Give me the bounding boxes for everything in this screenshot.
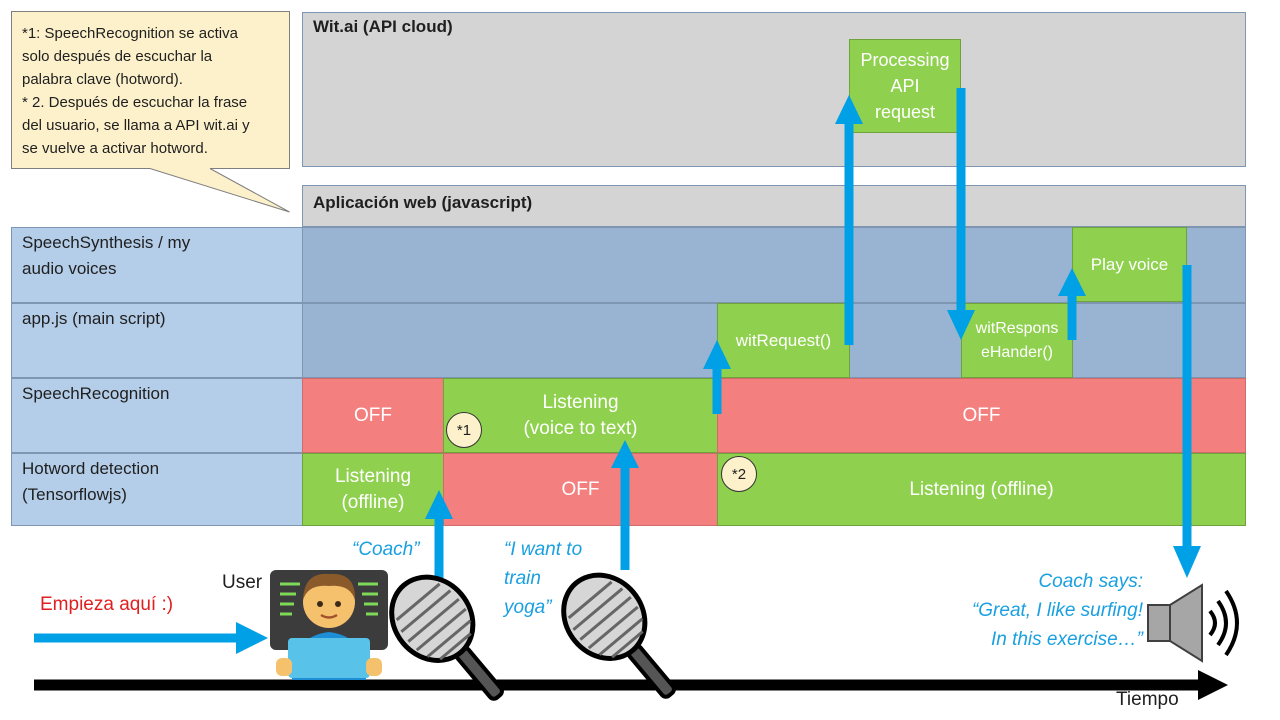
arrow-coach-to-hotword bbox=[425, 490, 453, 578]
arrow-recognition-to-witrequest bbox=[703, 340, 731, 414]
recognition-off-block-2: OFF bbox=[717, 378, 1246, 453]
arrow-phrase-to-recognition bbox=[611, 440, 639, 570]
arrow-handler-to-play-voice bbox=[1058, 268, 1086, 340]
wit-request-block: witRequest() bbox=[717, 303, 850, 378]
web-app-title: Aplicación web (javascript) bbox=[313, 193, 533, 212]
note-badge-1: *1 bbox=[446, 412, 482, 448]
hotword-off-block: OFF bbox=[443, 453, 718, 526]
lane-label-speech-recognition: SpeechRecognition bbox=[11, 378, 303, 453]
wit-title: Wit.ai (API cloud) bbox=[313, 17, 453, 36]
play-voice-block: Play voice bbox=[1072, 227, 1187, 302]
start-label: Empieza aquí :) bbox=[40, 594, 174, 615]
arrow-witrequest-to-api bbox=[835, 95, 863, 345]
lane-label-hotword-detection: Hotword detection (Tensorflowjs) bbox=[11, 453, 303, 526]
lane-label-speech-synthesis: SpeechSynthesis / my audio voices bbox=[11, 227, 303, 303]
quote-coach: “Coach” bbox=[352, 539, 420, 560]
note-badge-2: *2 bbox=[721, 456, 757, 492]
arrow-api-to-response-handler bbox=[947, 88, 975, 340]
callout-bubble-shape bbox=[11, 11, 290, 213]
user-technologist-icon bbox=[270, 570, 388, 680]
timeline-arrow bbox=[34, 670, 1228, 700]
microphone-icon bbox=[561, 572, 676, 699]
web-app-header: Aplicación web (javascript) bbox=[302, 185, 1246, 227]
arrow-play-voice-to-speaker bbox=[1173, 265, 1201, 578]
speaker-icon bbox=[1147, 583, 1239, 663]
lane-label-app-js: app.js (main script) bbox=[11, 303, 303, 378]
hotword-listening-block-2: Listening (offline) bbox=[717, 453, 1246, 526]
callout-note: *1: SpeechRecognition se activa solo des… bbox=[22, 25, 250, 157]
hotword-listening-block-1: Listening (offline) bbox=[302, 453, 444, 526]
recognition-listening-block: Listening (voice to text) bbox=[443, 378, 718, 453]
processing-api-request-block: Processing API request bbox=[849, 39, 961, 133]
quote-coach-says: Coach says: “Great, I like surfing! In t… bbox=[971, 571, 1143, 650]
wit-response-handler-block: witRespons eHander() bbox=[961, 303, 1073, 378]
time-axis-label: Tiempo bbox=[1116, 689, 1179, 710]
microphone-icon bbox=[389, 574, 504, 701]
user-label: User bbox=[222, 572, 263, 593]
wit-api-cloud-box: Wit.ai (API cloud) bbox=[302, 12, 1246, 167]
quote-train-yoga: “I want to train yoga” bbox=[504, 539, 583, 618]
start-arrow bbox=[34, 622, 268, 654]
